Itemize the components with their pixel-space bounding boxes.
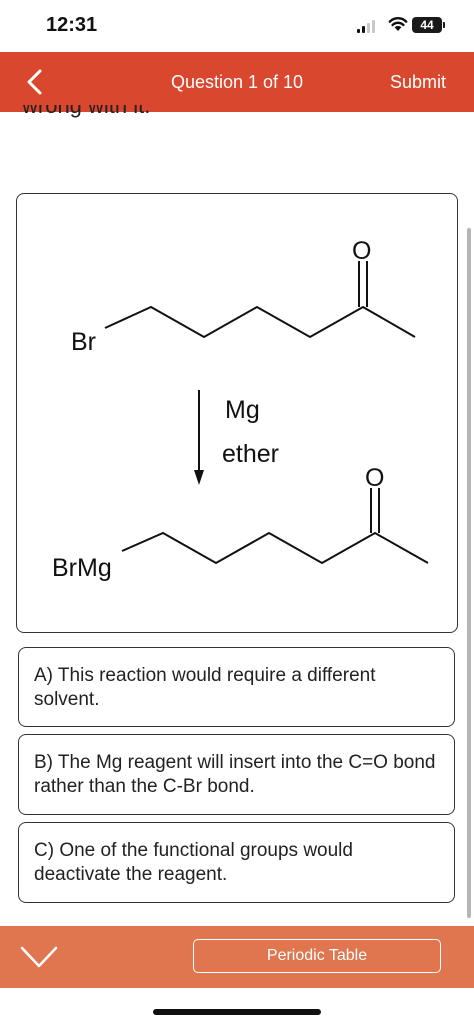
status-bar: 12:31 44: [0, 0, 474, 52]
reagent-label: Mg: [225, 396, 260, 424]
answer-option-b[interactable]: B) The Mg reagent will insert into the C…: [18, 734, 455, 815]
battery-icon: 44: [412, 17, 442, 33]
scrollbar[interactable]: [467, 228, 471, 918]
product-oxygen: O: [365, 464, 384, 492]
answer-option-a[interactable]: A) This reaction would require a differe…: [18, 647, 455, 727]
answer-option-a-text: A) This reaction would require a differe…: [34, 665, 376, 710]
back-chevron-icon[interactable]: [20, 66, 52, 98]
home-indicator[interactable]: [153, 1009, 321, 1015]
reaction-arrowhead: [194, 470, 204, 485]
question-counter: Question 1 of 10: [170, 72, 304, 92]
reactant-oxygen: O: [352, 237, 371, 265]
reactant-skeleton: [104, 305, 416, 339]
product-skeleton: [121, 531, 429, 565]
collapse-chevron-icon[interactable]: [19, 945, 59, 971]
solvent-label: ether: [222, 440, 279, 468]
wifi-icon: [388, 17, 408, 31]
reaction-scheme-svg: O Br Mg ether O BrMg: [52, 237, 429, 582]
reactant-bromine: Br: [71, 328, 96, 356]
cellular-signal-icon: [357, 20, 375, 33]
status-time: 12:31: [46, 14, 98, 36]
battery-tip: [443, 22, 445, 28]
answer-option-c-text: C) One of the functional groups would de…: [34, 840, 353, 885]
answer-option-b-text: B) The Mg reagent will insert into the C…: [34, 752, 436, 797]
periodic-table-button[interactable]: Periodic Table: [193, 939, 441, 973]
submit-button[interactable]: Submit: [389, 72, 446, 92]
reaction-diagram: O Br Mg ether O BrMg: [16, 193, 458, 633]
product-bromomagnesium: BrMg: [52, 554, 112, 582]
question-text-fragment: wrong with it.: [22, 105, 150, 125]
bottom-toolbar: Periodic Table: [0, 926, 474, 988]
nav-bar: Question 1 of 10 Submit: [0, 52, 474, 112]
answer-option-c[interactable]: C) One of the functional groups would de…: [18, 822, 455, 903]
question-text: wrong with it.: [22, 105, 151, 118]
